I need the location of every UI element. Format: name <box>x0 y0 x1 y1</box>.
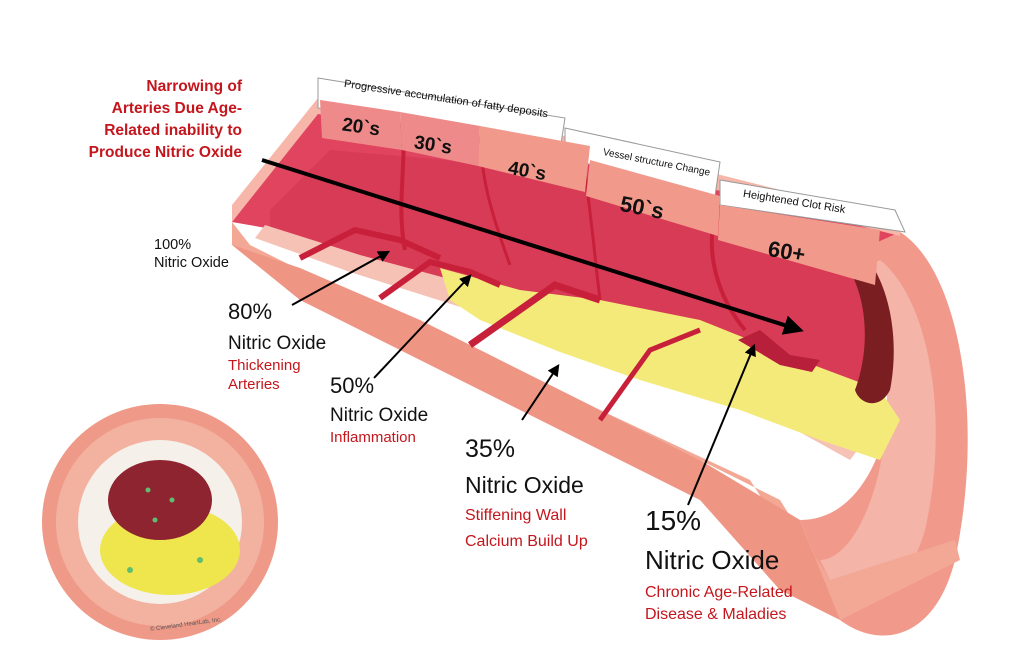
headline-line: Related inability to <box>104 122 242 139</box>
stage-label: Nitric Oxide <box>228 332 327 354</box>
pointer-arrows <box>291 250 756 506</box>
age-banner <box>317 77 906 285</box>
stage-label: Nitric Oxide <box>465 472 584 499</box>
stage-note: Inflammation <box>330 429 416 447</box>
stage-label: Nitric Oxide <box>330 404 429 426</box>
stage-100: 100% Nitric Oxide <box>154 236 229 272</box>
stage-note: Arteries <box>228 376 280 393</box>
clot <box>738 330 820 372</box>
stage-note: Disease & Maladies <box>645 605 787 623</box>
stage-label: Nitric Oxide <box>154 255 229 272</box>
headline-line: Narrowing of <box>146 78 242 95</box>
stage-80: 80% Nitric Oxide Thickening Arteries <box>228 298 326 395</box>
stage-35: 35% Nitric Oxide Stiffening Wall Calcium… <box>465 434 588 552</box>
artery-wall-end <box>800 232 968 636</box>
stage-50: 50% Nitric Oxide Inflammation <box>330 372 428 448</box>
headline: Narrowing of Arteries Due Age- Related i… <box>40 76 242 164</box>
stage-note: Stiffening Wall <box>465 507 567 524</box>
stage-percent: 15% <box>645 505 702 536</box>
age-label: 20`s <box>340 114 382 141</box>
stage-percent: 35% <box>465 435 516 463</box>
stage-percent: 80% <box>228 299 273 324</box>
stage-note: Chronic Age-Related <box>645 583 793 601</box>
stage-percent: 50% <box>330 373 375 398</box>
artery-cross-section <box>42 404 278 640</box>
stage-note: Thickening <box>228 357 301 375</box>
headline-line: Arteries Due Age- <box>111 100 242 117</box>
stage-note: Calcium Build Up <box>465 533 588 550</box>
trend-arrow <box>261 158 804 335</box>
headline-line: Produce Nitric Oxide <box>88 144 242 161</box>
stage-label: Nitric Oxide <box>645 545 780 575</box>
stage-15: 15% Nitric Oxide Chronic Age-Related Dis… <box>645 503 793 625</box>
stage-percent: 100% <box>154 237 192 253</box>
plaque-deposit <box>440 268 900 460</box>
